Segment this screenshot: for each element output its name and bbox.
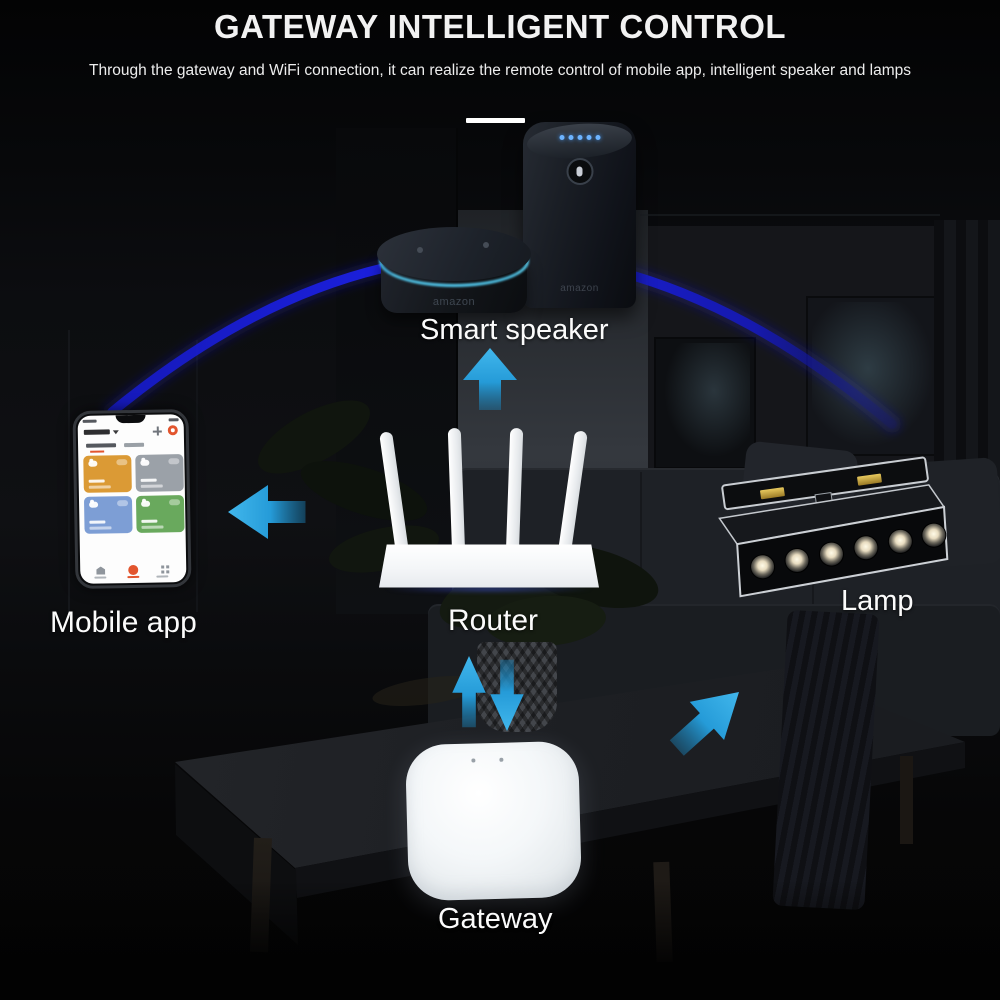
label-smart-speaker: Smart speaker bbox=[420, 314, 609, 346]
speaker-brand-text: amazon bbox=[560, 283, 599, 294]
picture-frame bbox=[654, 337, 756, 469]
wifi-router bbox=[379, 544, 599, 588]
speaker-brand-text: amazon bbox=[432, 296, 476, 308]
spotlight-icon bbox=[784, 547, 810, 573]
table-leg bbox=[900, 756, 913, 844]
spotlight-icon bbox=[818, 541, 844, 567]
label-lamp: Lamp bbox=[841, 585, 914, 617]
led-indicator-icon bbox=[559, 135, 600, 140]
sofa-seam bbox=[640, 472, 642, 617]
gold-contact-icon bbox=[760, 487, 785, 500]
frame-artwork bbox=[660, 343, 750, 463]
spotlight-icon bbox=[750, 554, 776, 580]
white-dash-mark bbox=[466, 118, 525, 123]
label-gateway: Gateway bbox=[438, 903, 553, 935]
speaker-button-icon bbox=[483, 242, 489, 248]
page-subtitle: Through the gateway and WiFi connection,… bbox=[89, 62, 911, 79]
arrow-left-to-phone bbox=[228, 485, 306, 539]
spotlight-icon bbox=[853, 535, 879, 561]
ceiling-edge bbox=[640, 214, 940, 216]
gold-contact-icon bbox=[857, 473, 882, 486]
floor-shadow bbox=[0, 880, 1000, 1000]
woven-plant-pot bbox=[477, 642, 557, 732]
arrow-up-to-speaker bbox=[463, 348, 517, 410]
pot-pattern bbox=[477, 642, 557, 732]
arrow-down-router-gateway bbox=[490, 659, 524, 731]
page-title: GATEWAY INTELLIGENT CONTROL bbox=[213, 8, 787, 45]
wall-trim-line bbox=[196, 340, 198, 612]
speaker-top-face bbox=[377, 227, 531, 281]
spotlight-icon bbox=[921, 522, 947, 548]
arrow-up-gateway-router bbox=[452, 656, 486, 728]
label-router: Router bbox=[448, 604, 539, 637]
spotlight-icon bbox=[887, 528, 913, 554]
smart-speaker-tall: amazon bbox=[523, 120, 636, 308]
microphone-button-icon bbox=[566, 158, 593, 185]
speaker-button-icon bbox=[417, 247, 423, 253]
router-blue-glow bbox=[382, 585, 596, 593]
label-mobile-app: Mobile app bbox=[50, 606, 197, 639]
wall-trim-line bbox=[68, 330, 70, 612]
smart-speaker-dot: amazon bbox=[377, 227, 531, 313]
arrow-up-right-to-lamp bbox=[669, 692, 739, 756]
track-light-lamp bbox=[718, 456, 949, 598]
